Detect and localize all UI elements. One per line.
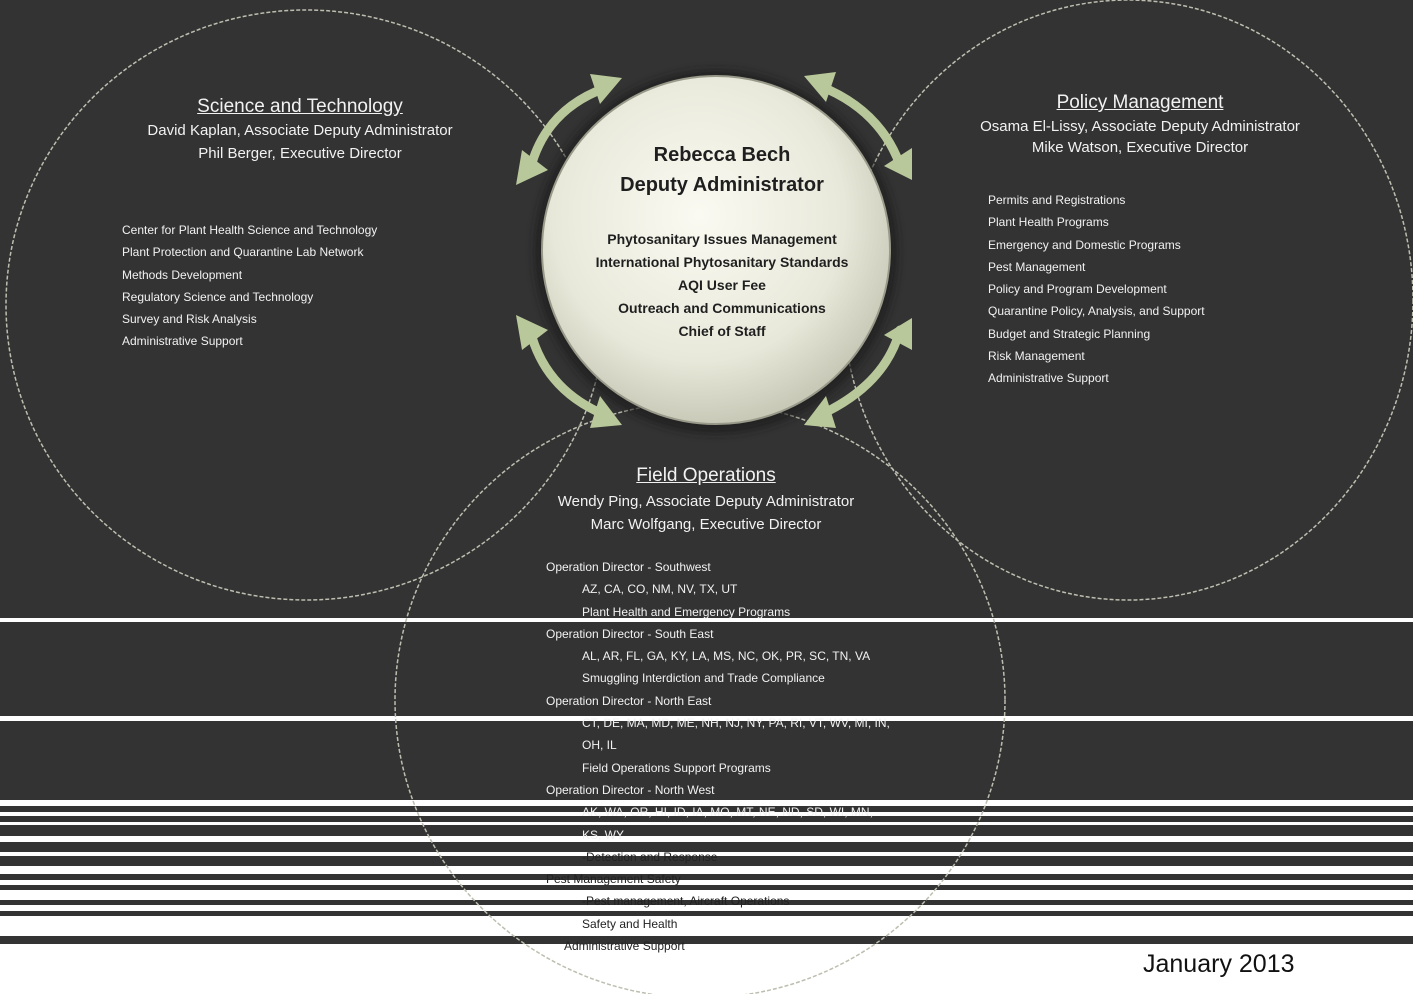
field-header: Field Operations Wendy Ping, Associate D… xyxy=(466,465,946,533)
list-item: Field Operations Support Programs xyxy=(582,760,771,775)
list-item: Emergency and Domestic Programs xyxy=(988,237,1181,252)
list-item: -Pest management, Aircraft Operations xyxy=(582,894,790,909)
science-director-line: Phil Berger, Executive Director xyxy=(198,145,402,162)
science-title: Science and Technology xyxy=(197,96,403,117)
list-item: OH, IL xyxy=(582,738,617,753)
field-list: Operation Director - Southwest AZ, CA, C… xyxy=(546,556,890,957)
center-list: Phytosanitary Issues Management Internat… xyxy=(555,228,889,343)
list-item: Pest Management Safety xyxy=(546,872,681,887)
policy-title: Policy Management xyxy=(1056,92,1224,113)
field-associate-line: Wendy Ping, Associate Deputy Administrat… xyxy=(557,493,855,510)
bottom-bands xyxy=(0,618,1413,994)
list-item: AL, AR, FL, GA, KY, LA, MS, NC, OK, PR, … xyxy=(582,649,871,664)
list-item: Methods Development xyxy=(122,267,243,282)
list-item: AK, WA, OR, HI, ID, IA, MO, MT, NE, ND, … xyxy=(582,805,873,820)
science-header: Science and Technology David Kaplan, Ass… xyxy=(60,96,540,162)
list-item: Permits and Registrations xyxy=(988,193,1126,207)
center-title: Deputy Administrator xyxy=(620,174,824,196)
policy-list: Permits and Registrations Plant Health P… xyxy=(988,189,1205,390)
list-item: -Detection and Response xyxy=(582,849,718,864)
center-circle xyxy=(541,75,891,425)
list-item: AZ, CA, CO, NM, NV, TX, UT xyxy=(582,582,738,597)
list-item: Administrative Support xyxy=(564,939,685,954)
list-item: Budget and Strategic Planning xyxy=(988,326,1151,341)
list-item: Operation Director - North East xyxy=(546,693,712,708)
list-item: Policy and Program Development xyxy=(988,282,1167,297)
list-item: Survey and Risk Analysis xyxy=(122,312,257,327)
list-item: Administrative Support xyxy=(122,334,243,349)
center-item: Outreach and Communications xyxy=(618,300,826,316)
center-item: Phytosanitary Issues Management xyxy=(607,231,837,247)
list-item: Administrative Support xyxy=(988,371,1109,386)
list-item: Operation Director - South East xyxy=(546,626,714,641)
center-item: International Phytosanitary Standards xyxy=(595,254,849,270)
circle-field xyxy=(394,401,1006,994)
center-item: Chief of Staff xyxy=(678,323,766,339)
science-list: Center for Plant Health Science and Tech… xyxy=(122,219,377,353)
list-item: Center for Plant Health Science and Tech… xyxy=(122,223,378,237)
center-name: Rebecca Bech xyxy=(653,144,791,166)
field-director-line: Marc Wolfgang, Executive Director xyxy=(590,516,822,533)
list-item: Plant Protection and Quarantine Lab Netw… xyxy=(122,245,364,260)
arrows xyxy=(525,81,905,420)
arrow-bottom-right xyxy=(815,325,905,420)
date-label: January 2013 xyxy=(1143,950,1295,978)
policy-header: Policy Management Osama El-Lissy, Associ… xyxy=(900,92,1380,156)
field-title: Field Operations xyxy=(636,465,776,486)
arrow-heads xyxy=(516,72,912,428)
list-item: Smuggling Interdiction and Trade Complia… xyxy=(582,671,825,686)
arrow-top-left xyxy=(525,83,610,175)
policy-associate-line: Osama El-Lissy, Associate Deputy Adminis… xyxy=(980,118,1300,135)
arrow-bottom-left xyxy=(525,325,610,420)
arrow-top-right xyxy=(815,81,905,170)
list-item: Safety and Health xyxy=(582,916,678,931)
science-associate-line: David Kaplan, Associate Deputy Administr… xyxy=(147,122,453,139)
list-item: Operation Director - Southwest xyxy=(546,560,711,574)
list-item: Pest Management xyxy=(988,259,1086,274)
list-item: Plant Health and Emergency Programs xyxy=(582,604,791,619)
center-item: AQI User Fee xyxy=(678,277,766,293)
list-item: Plant Health Programs xyxy=(988,215,1109,230)
list-item: Regulatory Science and Technology xyxy=(122,289,314,304)
list-item: Quarantine Policy, Analysis, and Support xyxy=(988,304,1205,319)
list-item: CT, DE, MA, MD, ME, NH, NJ, NY, PA, RI, … xyxy=(582,716,890,731)
list-item: Operation Director - North West xyxy=(546,782,715,797)
list-item: Risk Management xyxy=(988,349,1085,364)
list-item: KS, WY xyxy=(582,827,625,842)
center-content: Rebecca Bech Deputy Administrator Phytos… xyxy=(555,140,889,343)
policy-director-line: Mike Watson, Executive Director xyxy=(1031,139,1249,156)
